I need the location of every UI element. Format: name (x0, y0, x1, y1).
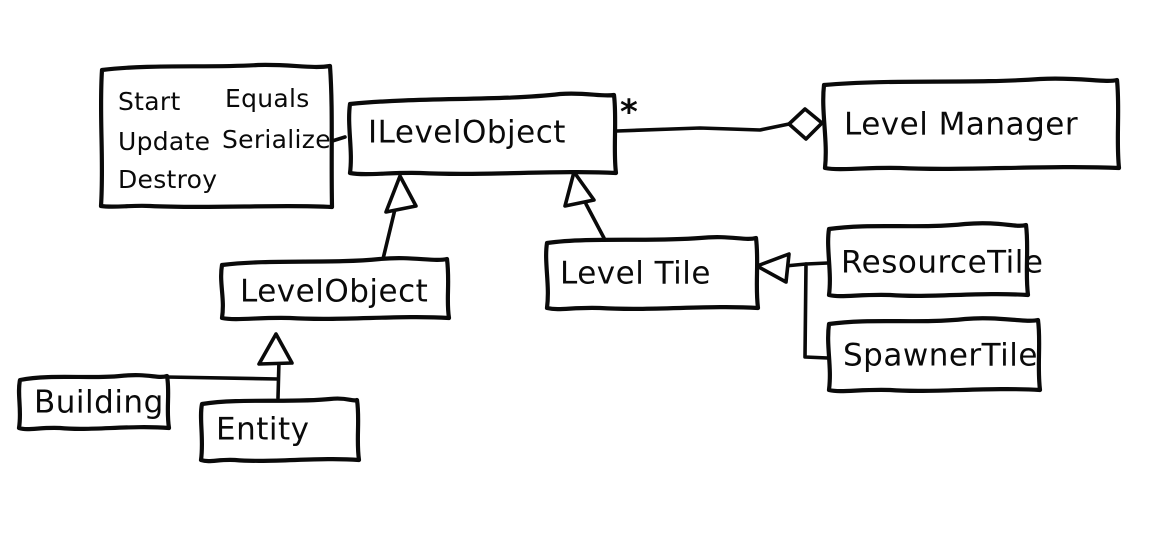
node-label-entity: Entity (216, 412, 310, 448)
node-entity[interactable]: Entity (198, 396, 362, 464)
method-label-equals: Equals (225, 84, 310, 113)
inheritance-triangle-icon (257, 332, 294, 366)
aggregation-diamond-icon (787, 107, 824, 141)
edge-inheritance-levelobject-ilevelobject (381, 174, 418, 261)
node-label-building: Building (34, 385, 164, 421)
method-label-serialize: Serialize (222, 125, 331, 154)
inheritance-triangle-icon (755, 252, 791, 284)
node-levelmanager[interactable]: Level Manager (821, 76, 1122, 172)
node-label-levelobject: LevelObject (240, 274, 428, 310)
method-label-destroy: Destroy (118, 165, 217, 194)
node-method-list[interactable]: Start Update Destroy Equals Serialize (98, 62, 335, 210)
edge-inheritance-tiles-leveltile (755, 252, 830, 360)
node-label-levelmanager: Level Manager (844, 107, 1078, 143)
inheritance-triangle-icon (563, 170, 596, 208)
node-building[interactable]: Building (16, 373, 172, 432)
node-ilevelobject[interactable]: ILevelObject * (347, 91, 638, 177)
edge-inheritance-leveltile-ilevelobject (563, 170, 606, 240)
node-label-leveltile: Level Tile (560, 256, 711, 292)
node-resourcetile[interactable]: ResourceTile (826, 221, 1043, 299)
method-label-start: Start (118, 87, 181, 116)
node-label-ilevelobject: ILevelObject (368, 115, 566, 151)
node-spawnertile[interactable]: SpawnerTile (826, 316, 1043, 394)
method-label-update: Update (118, 127, 210, 156)
node-leveltile[interactable]: Level Tile (544, 235, 761, 312)
multiplicity-star: * (620, 93, 638, 133)
node-label-resourcetile: ResourceTile (841, 245, 1043, 281)
node-levelobject[interactable]: LevelObject (219, 256, 452, 322)
edge-inheritance-children-levelobject (164, 332, 294, 400)
node-label-spawnertile: SpawnerTile (843, 338, 1038, 374)
edge-aggregation-ilevelobject-levelmanager (615, 107, 824, 141)
inheritance-triangle-icon (384, 174, 418, 214)
